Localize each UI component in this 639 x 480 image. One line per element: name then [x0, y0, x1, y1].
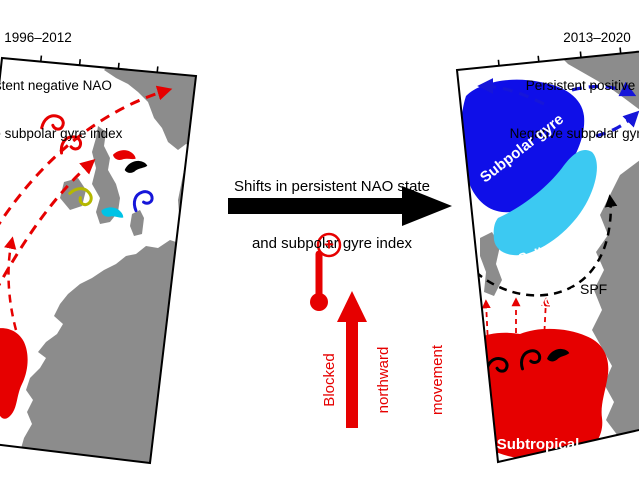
cyan-fish-icon	[101, 207, 124, 218]
right-panel-title: 2013–2020 Persistent positive NAO Negati…	[437, 0, 639, 174]
left-map-ticks	[40, 55, 159, 73]
plus-symbol: +	[324, 235, 334, 254]
blocked-line2: northward	[375, 346, 392, 414]
right-period: 2013–2020	[563, 30, 631, 45]
left-warm-water-blob	[0, 328, 28, 419]
fish-larvae-right	[485, 348, 570, 375]
blue-larva-icon	[132, 190, 154, 213]
subtropical-gyre-label: Subtropical gyre	[458, 400, 618, 480]
center-heading-line2: and subpolar gyre index	[251, 235, 413, 252]
spf-front-line	[465, 194, 618, 297]
spf-label: SPF	[580, 281, 608, 297]
red-fish-icon	[112, 150, 136, 160]
black-larva-icon	[520, 349, 542, 371]
red-larva-icon	[40, 114, 65, 131]
nao-transition-arrow	[228, 186, 452, 226]
blue-current-arrows	[477, 78, 639, 138]
right-map-ticks	[497, 47, 622, 66]
northward-up-arrow	[337, 291, 367, 428]
blocked-movement-label: Blocked northward movement	[285, 310, 446, 450]
black-fish-icon	[547, 348, 570, 362]
right-map-frame	[455, 50, 639, 464]
fish-larvae-left	[40, 114, 154, 218]
yellow-larva-icon	[68, 187, 93, 207]
right-gyre-state: Negative subpolar gyre index	[509, 126, 639, 141]
subtropical-line1: Subtropical	[496, 436, 580, 453]
red-current-arrows	[0, 85, 173, 331]
left-panel-title: 1996–2012 Persistent negative NAO Positi…	[0, 0, 198, 174]
black-larva-icon	[485, 357, 509, 375]
left-map-frame	[0, 56, 198, 465]
thermometer-icon	[310, 232, 342, 311]
black-fish-icon	[124, 160, 148, 173]
left-period: 1996–2012	[4, 30, 72, 45]
red-larva-icon	[59, 135, 83, 155]
right-map	[455, 47, 639, 464]
center-heading: Shifts in persistent NAO state and subpo…	[182, 139, 482, 291]
salinity-line1: Salinity	[516, 237, 569, 267]
blocked-flow-arrows	[481, 297, 551, 345]
center-heading-line1: Shifts in persistent NAO state	[234, 178, 430, 195]
blocked-line1: Blocked	[321, 353, 338, 407]
left-gyre-state: Positive subpolar gyre index	[0, 126, 123, 141]
plus-circle-icon	[316, 232, 342, 258]
salinity-anomaly-blob	[493, 149, 597, 256]
right-nao-state: Persistent positive NAO	[525, 78, 636, 93]
blocked-line3: movement	[429, 344, 446, 416]
left-nao-state: Persistent negative NAO	[0, 78, 112, 93]
